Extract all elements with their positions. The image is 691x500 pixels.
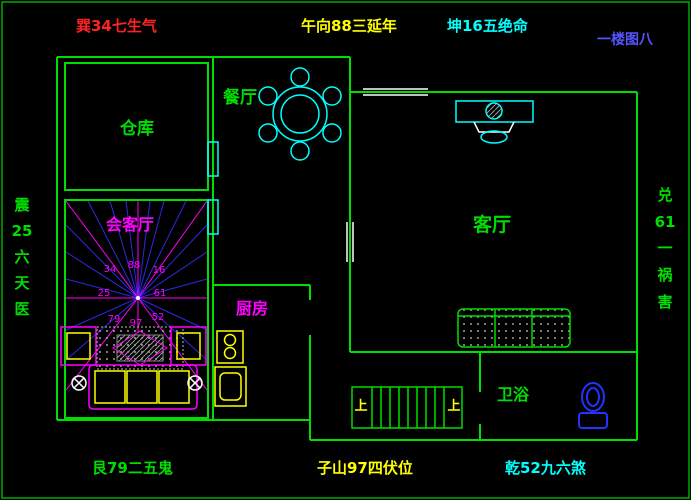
reception-inner-wall <box>64 199 209 419</box>
storage-inner-wall <box>64 62 209 191</box>
stove-body <box>216 330 244 364</box>
fengshui-center-point <box>136 296 140 300</box>
fengshui-number-e: 61 <box>154 288 167 299</box>
dining-chair <box>290 67 310 87</box>
dining-table-inner <box>280 94 320 134</box>
fengshui-number-w: 25 <box>98 288 111 299</box>
fengshui-number-ne: 16 <box>153 265 166 276</box>
kitchen-stove <box>216 330 244 364</box>
sink-basin <box>219 372 242 401</box>
toilet-tank <box>578 412 608 429</box>
piano-body <box>455 100 534 123</box>
left-column-char: 25 <box>12 222 33 240</box>
left-column-char: 天 <box>14 274 30 292</box>
dining-table-top <box>272 86 328 142</box>
armchair-right-cushion <box>176 332 201 360</box>
reception-sofa-set <box>60 326 207 410</box>
fengshui-number-n: 88 <box>128 260 141 271</box>
fengshui-number-sw: 79 <box>108 314 121 325</box>
door-symbol-storage <box>207 141 219 177</box>
left-column-char: 六 <box>14 248 29 266</box>
piano-seat-mark <box>485 102 503 120</box>
label-bathroom: 卫浴 <box>497 385 530 404</box>
label-reception-room: 会客厅 <box>106 215 154 234</box>
label-storage-room: 仓库 <box>119 118 154 139</box>
living-sofa <box>457 308 571 348</box>
annotation-top-left: 巽34七生气 <box>76 17 157 35</box>
annotation-top-center: 午向88三延年 <box>301 17 397 35</box>
annotation-bottom-left: 艮79二五鬼 <box>92 459 173 477</box>
right-column-char: 祸 <box>657 266 672 284</box>
annotation-bottom-right: 乾52九六煞 <box>505 459 587 477</box>
annotation-bottom-center: 子山97四伏位 <box>317 459 413 477</box>
dining-chair <box>258 123 278 143</box>
label-living-room: 客厅 <box>473 213 511 236</box>
stove-burner <box>223 333 237 347</box>
window-living-left <box>346 222 354 262</box>
right-column-char: 兑 <box>657 186 672 204</box>
window-living-top <box>363 88 428 96</box>
stairs-up-label-left: 上 <box>354 399 367 414</box>
side-lamp-left <box>71 375 87 391</box>
fengshui-numbers: 34 88 16 25 61 79 97 52 <box>98 260 167 329</box>
armchair-left <box>60 326 97 366</box>
toilet-bowl-inner <box>586 387 600 407</box>
stairs-outline <box>351 386 463 429</box>
living-sofa-cushions <box>458 309 570 347</box>
left-column-char: 医 <box>14 300 29 318</box>
sofa-cushion <box>158 370 190 404</box>
piano-stool <box>480 130 508 144</box>
dining-chair <box>322 123 342 143</box>
dining-table <box>258 67 342 161</box>
stairs-up-label-right: 上 <box>447 399 460 414</box>
dining-chair <box>258 86 278 106</box>
fengshui-number-s: 97 <box>130 318 143 329</box>
armchair-right <box>170 326 207 366</box>
piano-dresser <box>455 100 534 144</box>
stairs-treads <box>371 387 445 428</box>
door-symbols <box>207 141 219 235</box>
main-sofa <box>88 364 198 410</box>
side-lamp-right <box>187 375 203 391</box>
stove-burner <box>223 346 237 360</box>
stairs <box>351 386 463 429</box>
left-column-char: 震 <box>14 196 30 214</box>
drawing-title: 一楼图八 <box>597 31 654 48</box>
living-sofa-body <box>457 308 571 348</box>
windows <box>346 88 428 262</box>
reception-rug <box>96 326 184 370</box>
sink-counter <box>214 366 247 407</box>
annotation-left-column: 震 25 六 天 医 <box>12 196 33 318</box>
kitchen-sink <box>214 366 247 407</box>
toilet <box>578 382 608 429</box>
piano-stool-back <box>473 121 515 133</box>
label-dining-room: 餐厅 <box>223 87 257 108</box>
annotation-top-right: 坤16五绝命 <box>447 17 529 35</box>
door-symbol-reception <box>207 199 219 235</box>
label-kitchen: 厨房 <box>236 299 268 318</box>
sofa-cushion <box>126 370 158 404</box>
right-column-char: 一 <box>657 239 672 257</box>
fengshui-number-nw: 34 <box>104 264 117 275</box>
armchair-left-cushion <box>66 332 91 360</box>
dining-chair <box>290 141 310 161</box>
coffee-table <box>116 334 164 362</box>
right-column-char: 61 <box>655 213 676 231</box>
toilet-bowl <box>581 382 605 412</box>
sofa-cushion <box>94 370 126 404</box>
fengshui-number-se: 52 <box>152 312 165 323</box>
right-column-char: 害 <box>657 293 672 311</box>
walls <box>56 56 638 441</box>
dining-chair <box>322 86 342 106</box>
annotation-right-column: 兑 61 一 祸 害 <box>655 186 676 311</box>
